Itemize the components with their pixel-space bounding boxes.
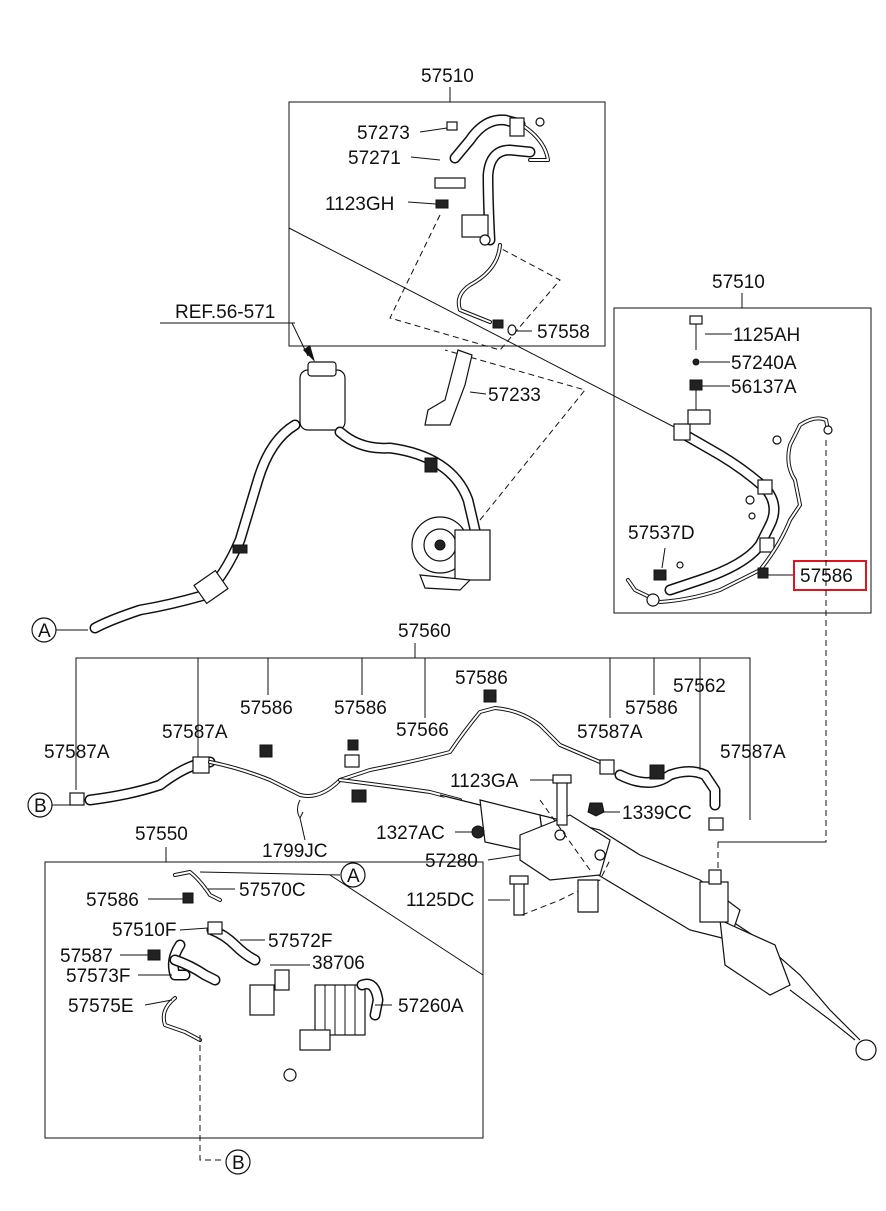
label-1125AH: 1125AH [733,325,800,346]
clip-57586-b [649,764,665,780]
label-57587A-d: 57587A [720,742,786,763]
connector-b-lower [225,1149,251,1175]
top-clamp [509,117,525,137]
clamp-57587 [147,949,161,961]
label-38706: 38706 [312,953,365,974]
nut-1327AC [471,825,485,839]
label-57586-c: 57586 [334,698,387,719]
label-57537D: 57537D [628,523,695,544]
grommet-56137A [689,379,703,391]
bolt-1125AH [689,315,703,325]
top-hose-assembly-group [288,87,606,351]
cooler-assembly-box [44,861,484,1139]
steering-gear-group [439,774,877,1061]
oil-cooler-group [44,847,484,1161]
right-hose-assembly-group [613,293,872,880]
label-1799JC: 1799JC [262,841,328,862]
valve-body [699,881,729,923]
label-connector-b-left: B [34,796,47,817]
label-connector-a-lower: A [347,866,360,887]
top-fitting [479,234,491,246]
label-57566: 57566 [396,720,449,741]
label-57587A-c: 57587A [577,722,643,743]
mounting-bracket-57280 [519,814,611,881]
label-connector-b-lower: B [232,1153,245,1174]
label-57570C: 57570C [239,880,306,901]
label-57586-a: 57586 [240,698,293,719]
label-1125DC: 1125DC [406,890,474,911]
label-top-box-57510: 57510 [421,66,474,87]
clip-57537D [653,569,667,581]
bracket-57233 [424,349,473,426]
tie-rod-end [855,1039,877,1061]
label-connector-a-left: A [38,621,51,642]
label-56137A: 56137A [731,377,797,398]
label-57510F: 57510F [112,920,176,941]
label-57562: 57562 [673,676,726,697]
clip-57586-e [182,892,194,904]
reservoir-pump-group [89,227,681,634]
bracket-57271 [434,177,466,189]
ref-arrow [303,345,315,362]
connector-markers [27,617,366,1175]
label-ref-56-571: REF.56-571 [175,302,275,323]
label-1327AC: 1327AC [376,823,445,844]
reservoir [299,369,346,431]
clip-57586-highlight [757,567,769,579]
label-57586-e: 57586 [86,890,139,911]
clip-57586-a [259,744,273,758]
fitting-57558 [492,319,504,329]
clip-57273 [446,121,458,131]
label-57575E: 57575E [68,996,134,1017]
washer-57240A [692,358,700,366]
bolt-1123GH [435,199,449,209]
label-57273: 57273 [357,123,410,144]
bolt-1123GA [556,779,568,826]
label-57586-d: 57586 [455,668,508,689]
bolt-1125DC [513,879,525,916]
label-1123GH: 1123GH [325,194,394,215]
clip-57586-c [351,789,367,803]
label-57550: 57550 [135,824,188,845]
top-bracket [461,214,489,238]
top-pipe [456,243,502,324]
rack-boot-right [719,919,791,996]
label-57572F: 57572F [268,931,332,952]
label-57586-highlight: 57586 [800,566,853,587]
top-assembly-box [288,101,606,347]
connector-a-lower [340,862,366,888]
reservoir-cap [307,361,337,377]
label-1123GA: 1123GA [450,771,519,792]
label-57558: 57558 [537,322,590,343]
middle-hose-group [69,643,751,841]
label-57280: 57280 [425,851,478,872]
label-57587A-b: 57587A [162,722,228,743]
part-number-labels: 57510 57273 57271 1123GH 57558 REF.56-57… [34,66,853,1174]
label-57260A: 57260A [398,996,464,1017]
bracket-38706 [249,984,275,1016]
pump-body [454,529,491,581]
label-57587A-a: 57587A [44,742,110,763]
label-57587: 57587 [60,946,113,967]
top-dashed-outline [389,214,561,351]
label-right-box-57510: 57510 [712,272,765,293]
nut-1339CC [587,802,605,817]
label-1339CC: 1339CC [622,803,692,824]
highlight-box-57586 [793,560,867,591]
label-57240A: 57240A [731,353,797,374]
label-57271: 57271 [348,148,401,169]
label-57233: 57233 [488,385,541,406]
clip-57586-d [483,689,497,703]
oil-cooler-57260A [314,984,366,1036]
label-57586-b: 57586 [625,698,678,719]
label-57573F: 57573F [66,966,130,987]
label-57560: 57560 [398,621,451,642]
